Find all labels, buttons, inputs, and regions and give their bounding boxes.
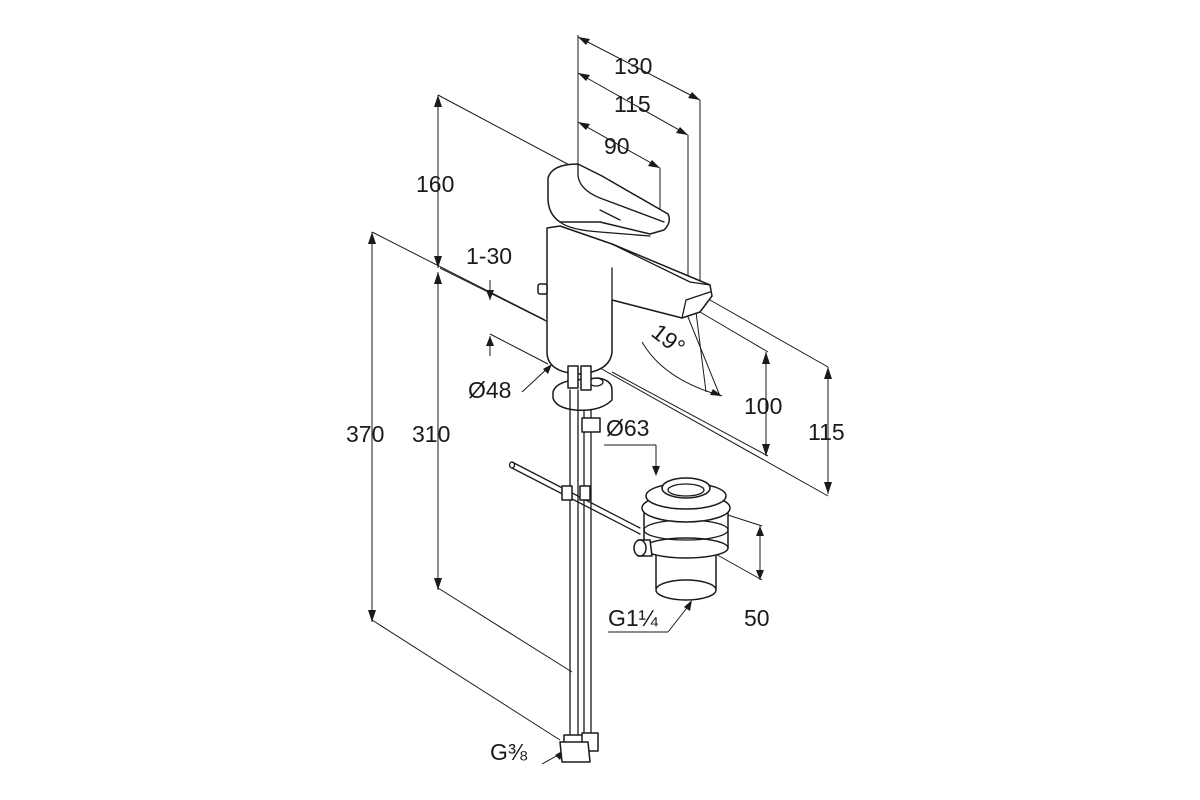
pop-up-rod-knob bbox=[537, 283, 548, 295]
lever-handle bbox=[547, 163, 671, 237]
label-reach-90: 90 bbox=[604, 133, 630, 159]
label-hose-thread: G⅜ bbox=[490, 739, 528, 765]
pop-up-rod bbox=[508, 461, 641, 535]
label-height-160: 160 bbox=[416, 171, 454, 197]
faucet-body bbox=[546, 225, 713, 375]
label-waste-thread: G1¼ bbox=[608, 605, 659, 631]
label-clearance-100: 100 bbox=[744, 393, 782, 419]
label-base-diameter: Ø48 bbox=[468, 377, 511, 403]
extension-lines bbox=[371, 35, 829, 741]
label-spout-angle: 19° bbox=[647, 318, 690, 360]
supply-hoses bbox=[559, 389, 601, 763]
label-reach-115: 115 bbox=[614, 91, 651, 117]
label-waste-diameter: Ø63 bbox=[606, 415, 649, 441]
label-hose-310: 310 bbox=[412, 421, 450, 447]
dimension-lines bbox=[368, 36, 832, 765]
mounting-bracket bbox=[552, 365, 613, 412]
label-waste-height-50: 50 bbox=[744, 605, 770, 631]
label-deck-thickness: 1-30 bbox=[466, 243, 512, 269]
label-total-370: 370 bbox=[346, 421, 384, 447]
label-reach-130: 130 bbox=[614, 53, 652, 79]
label-spout-height-115: 115 bbox=[808, 419, 845, 445]
waste-valve bbox=[633, 477, 731, 601]
